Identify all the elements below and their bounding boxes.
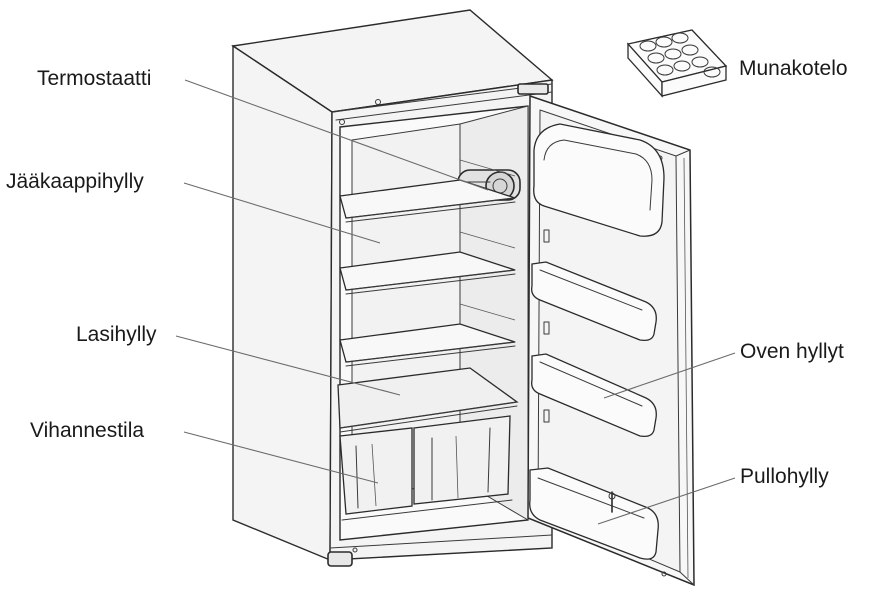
label-crisper: Vihannestila (30, 419, 145, 442)
leader-glass-shelf (175, 335, 401, 396)
label-door-shelves: Oven hyllyt (740, 340, 844, 363)
label-fridge-shelf: Jääkaappihylly (6, 170, 144, 193)
leader-thermostat (184, 79, 489, 191)
crisper-drawers (339, 415, 513, 521)
egg-tray (626, 29, 728, 98)
label-egg-tray: Munakotelo (739, 57, 848, 80)
leader-lines (175, 79, 736, 525)
label-bottle-shelf: Pullohylly (740, 465, 829, 488)
fridge-shelves (339, 159, 516, 367)
door-shelf-bins (529, 261, 659, 560)
door-top-compartment (533, 123, 665, 237)
leader-crisper (183, 431, 379, 484)
leader-fridge-shelf (183, 182, 381, 244)
glass-shelf (337, 367, 519, 433)
leader-door-shelves (603, 352, 736, 399)
label-glass-shelf: Lasihylly (76, 323, 157, 346)
label-thermostat: Termostaatti (37, 67, 152, 90)
leader-bottle-shelf (597, 477, 736, 525)
